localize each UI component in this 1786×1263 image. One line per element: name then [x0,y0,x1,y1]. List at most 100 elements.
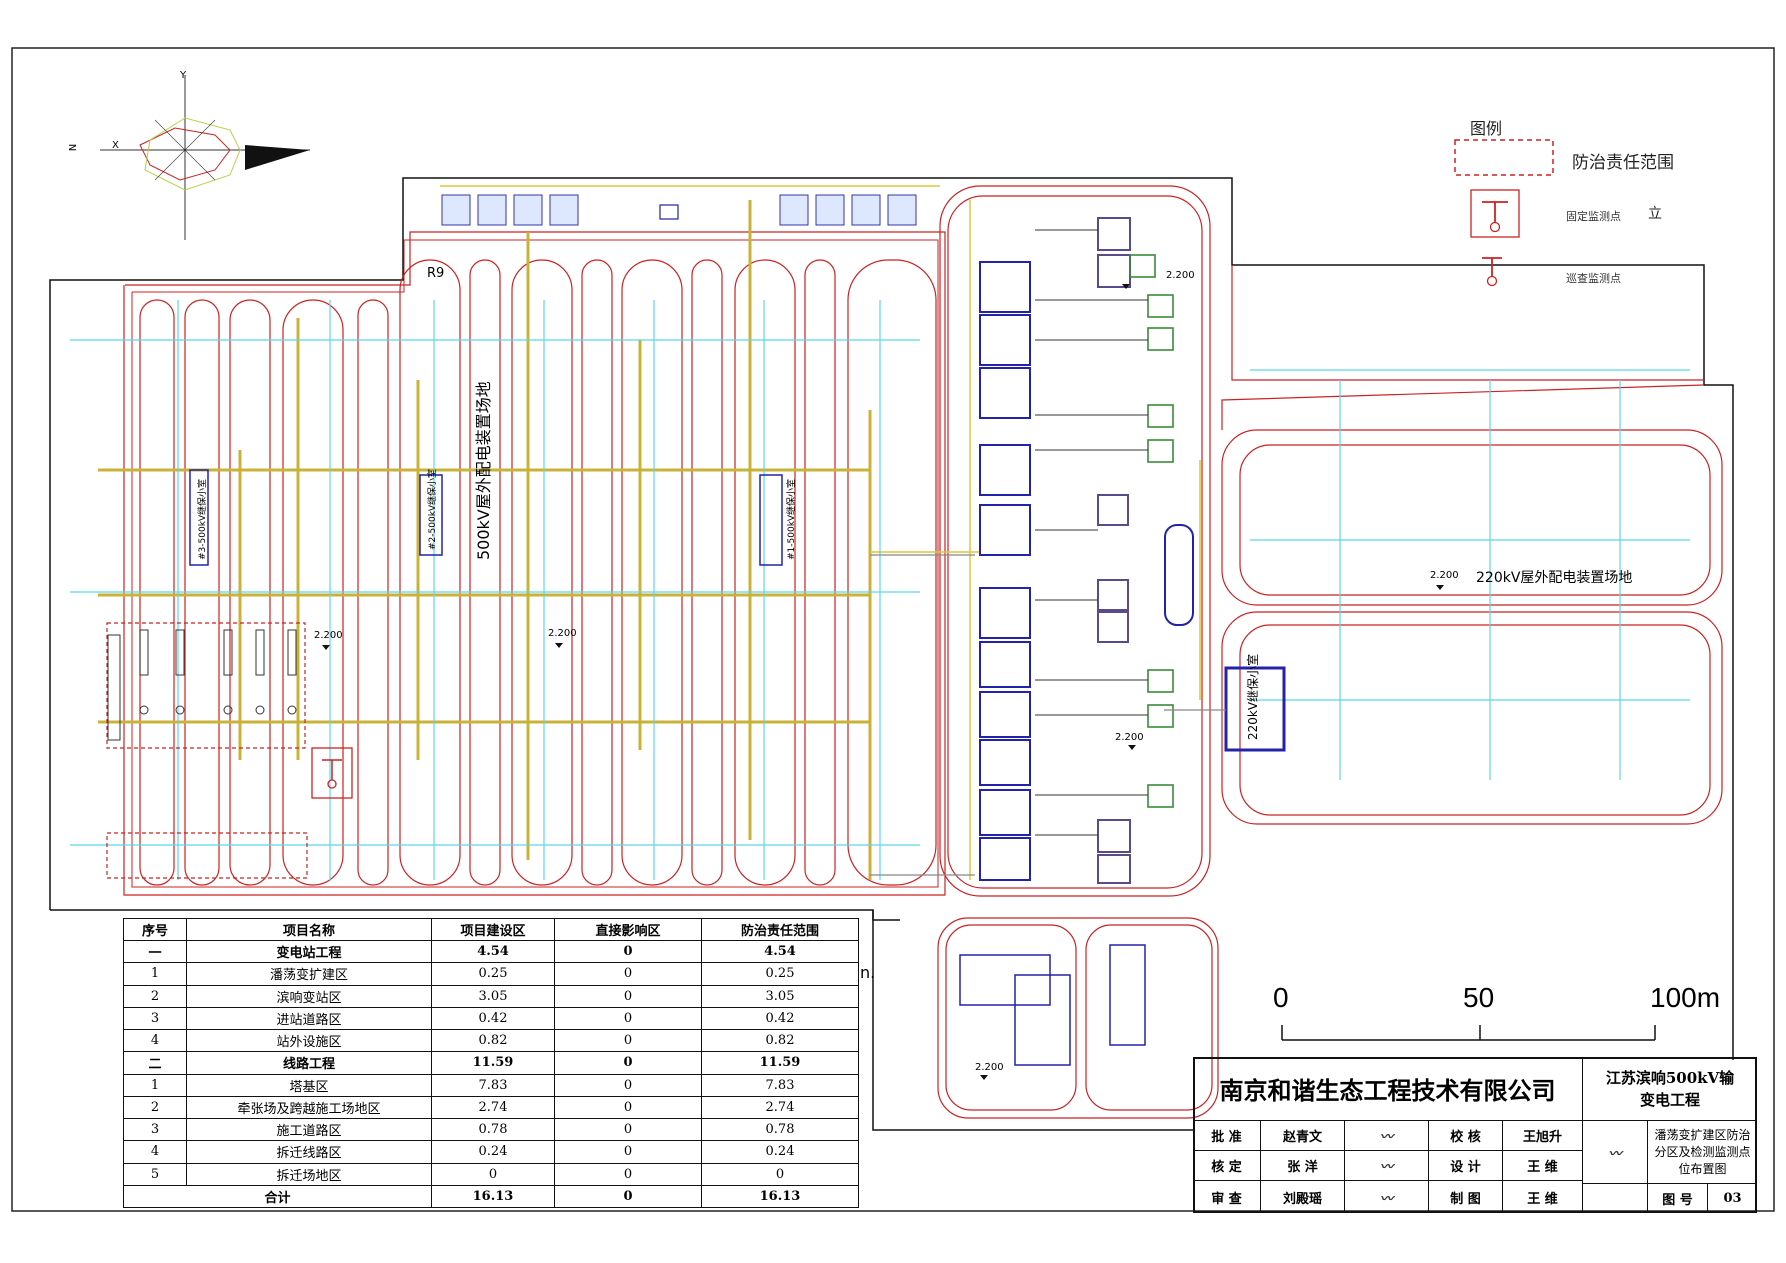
table-header-row: 序号 项目名称 项目建设区 直接影响区 防治责任范围 [123,918,859,941]
total-build: 16.13 [431,1184,555,1209]
table-cell-impact: 0 [554,1006,702,1031]
table-cell-build: 2.74 [431,1095,555,1120]
compass-icon [100,75,310,240]
gray-lines [870,554,1226,876]
legend-label-fixed-monitor: 固定监测点 [1566,210,1621,223]
design-name: 王 维 [1503,1151,1583,1181]
legend-label-fixed-extra: 立 [1648,206,1662,222]
table-cell-total: 3.05 [701,984,859,1008]
label-r9: R9 [427,266,445,281]
scale-label-0: 0 [1273,982,1289,1013]
draw-name: 王 维 [1503,1181,1583,1213]
drawing-no: 03 [1723,1191,1742,1206]
top-panels [441,194,917,226]
table-cell-total: 0 [701,1162,859,1186]
elevation-label: 2.200 [1430,570,1459,581]
table-cell-build: 4.54 [431,939,555,964]
table-cell-no: 2 [123,984,187,1008]
table-cell-total: 7.83 [701,1073,859,1097]
relay-box-3 [189,469,209,566]
design-label: 设 计 [1429,1151,1503,1181]
verify-name: 张 洋 [1261,1151,1345,1181]
review-signature: 〰 [1345,1181,1429,1213]
table-cell-impact: 0 [554,1028,702,1053]
elevation-label: 2.200 [314,630,343,641]
table-cell-build: 0.82 [431,1028,555,1053]
drawing-title: 潘荡变扩建区防治分区及检测监测点位布置图 [1648,1121,1757,1184]
table-cell-name: 牵张场及跨越施工场地区 [186,1095,432,1120]
site-boundary [49,177,1734,1060]
table-cell-total: 0.82 [701,1028,859,1053]
header-no: 序号 [123,918,187,941]
relay-box-2 [419,474,443,556]
legend-patrol-monitor-icon [1482,257,1502,287]
table-cell-impact: 0 [554,1051,702,1075]
table-cell-build: 0.25 [431,962,555,986]
table-cell-name: 线路工程 [186,1051,432,1075]
relay-room-220kv [1224,666,1286,752]
legend-title: 图例 [1470,119,1503,138]
table-cell-no: 4 [123,1028,187,1053]
total-label: 合计 [123,1184,432,1209]
header-total: 防治责任范围 [701,918,859,941]
approve-label: 批 准 [1193,1121,1261,1151]
relay-box-1 [759,474,783,566]
compass-n-label: N [66,143,78,152]
table-cell-no: 2 [123,1095,187,1120]
table-cell-name: 拆迁线路区 [186,1140,432,1164]
label-220kv-yard: 220kV屋外配电装置场地 [1476,570,1633,586]
label-500kv-yard: 500kV屋外配电装置场地 [474,381,493,560]
table-cell-no: 1 [123,962,187,986]
sheet-frame [11,47,1775,1212]
label-relay-room-3: #3-500kV继保小室 [198,478,208,560]
table-cell-total: 0.42 [701,1006,859,1031]
table-cell-impact: 0 [554,962,702,986]
table-cell-build: 11.59 [431,1051,555,1075]
legend-label-responsibility-range: 防治责任范围 [1572,153,1674,173]
table-cell-total: 2.74 [701,1095,859,1120]
legend-dashed-rect-icon [1454,139,1554,176]
table-cell-total: 0.78 [701,1117,859,1142]
table-cell-build: 7.83 [431,1073,555,1097]
top-small-box [659,204,679,220]
header-impact: 直接影响区 [554,918,702,941]
table-cell-build: 0 [431,1162,555,1186]
table-cell-no: 3 [123,1006,187,1031]
table-cell-total: 11.59 [701,1051,859,1075]
label-220kv-relay-room: 220kV继保小室 [1246,653,1260,740]
legend-fixed-monitor-icon [1470,189,1520,238]
title-block [1193,1057,1757,1213]
elevation-label: 2.200 [1166,270,1195,281]
table-cell-total: 4.54 [701,939,859,964]
table-cell-no: 一 [123,939,187,964]
total-total: 16.13 [701,1184,859,1209]
monitor-zone-1 [106,622,306,749]
bus-lines [70,300,1690,880]
table-cell-no: 4 [123,1140,187,1164]
project-name-line2: 变电工程 [1639,1090,1700,1109]
project-name: 江苏滨响500kV输 变电工程 [1583,1057,1757,1121]
table-cell-name: 塔基区 [186,1073,432,1097]
elevation-label: 2.200 [1115,732,1144,743]
company-name: 南京和谐生态工程技术有限公司 [1193,1057,1583,1121]
table-cell-total: 0.24 [701,1140,859,1164]
site-boundary-step [872,910,900,921]
table-cell-build: 0.78 [431,1117,555,1142]
table-cell-impact: 0 [554,1073,702,1097]
total-impact: 0 [554,1184,702,1209]
table-cell-impact: 0 [554,1117,702,1142]
road-loops-220kv [1221,265,1723,825]
table-cell-build: 0.24 [431,1140,555,1164]
stray-text: n. [860,963,876,982]
table-cell-impact: 0 [554,1140,702,1164]
